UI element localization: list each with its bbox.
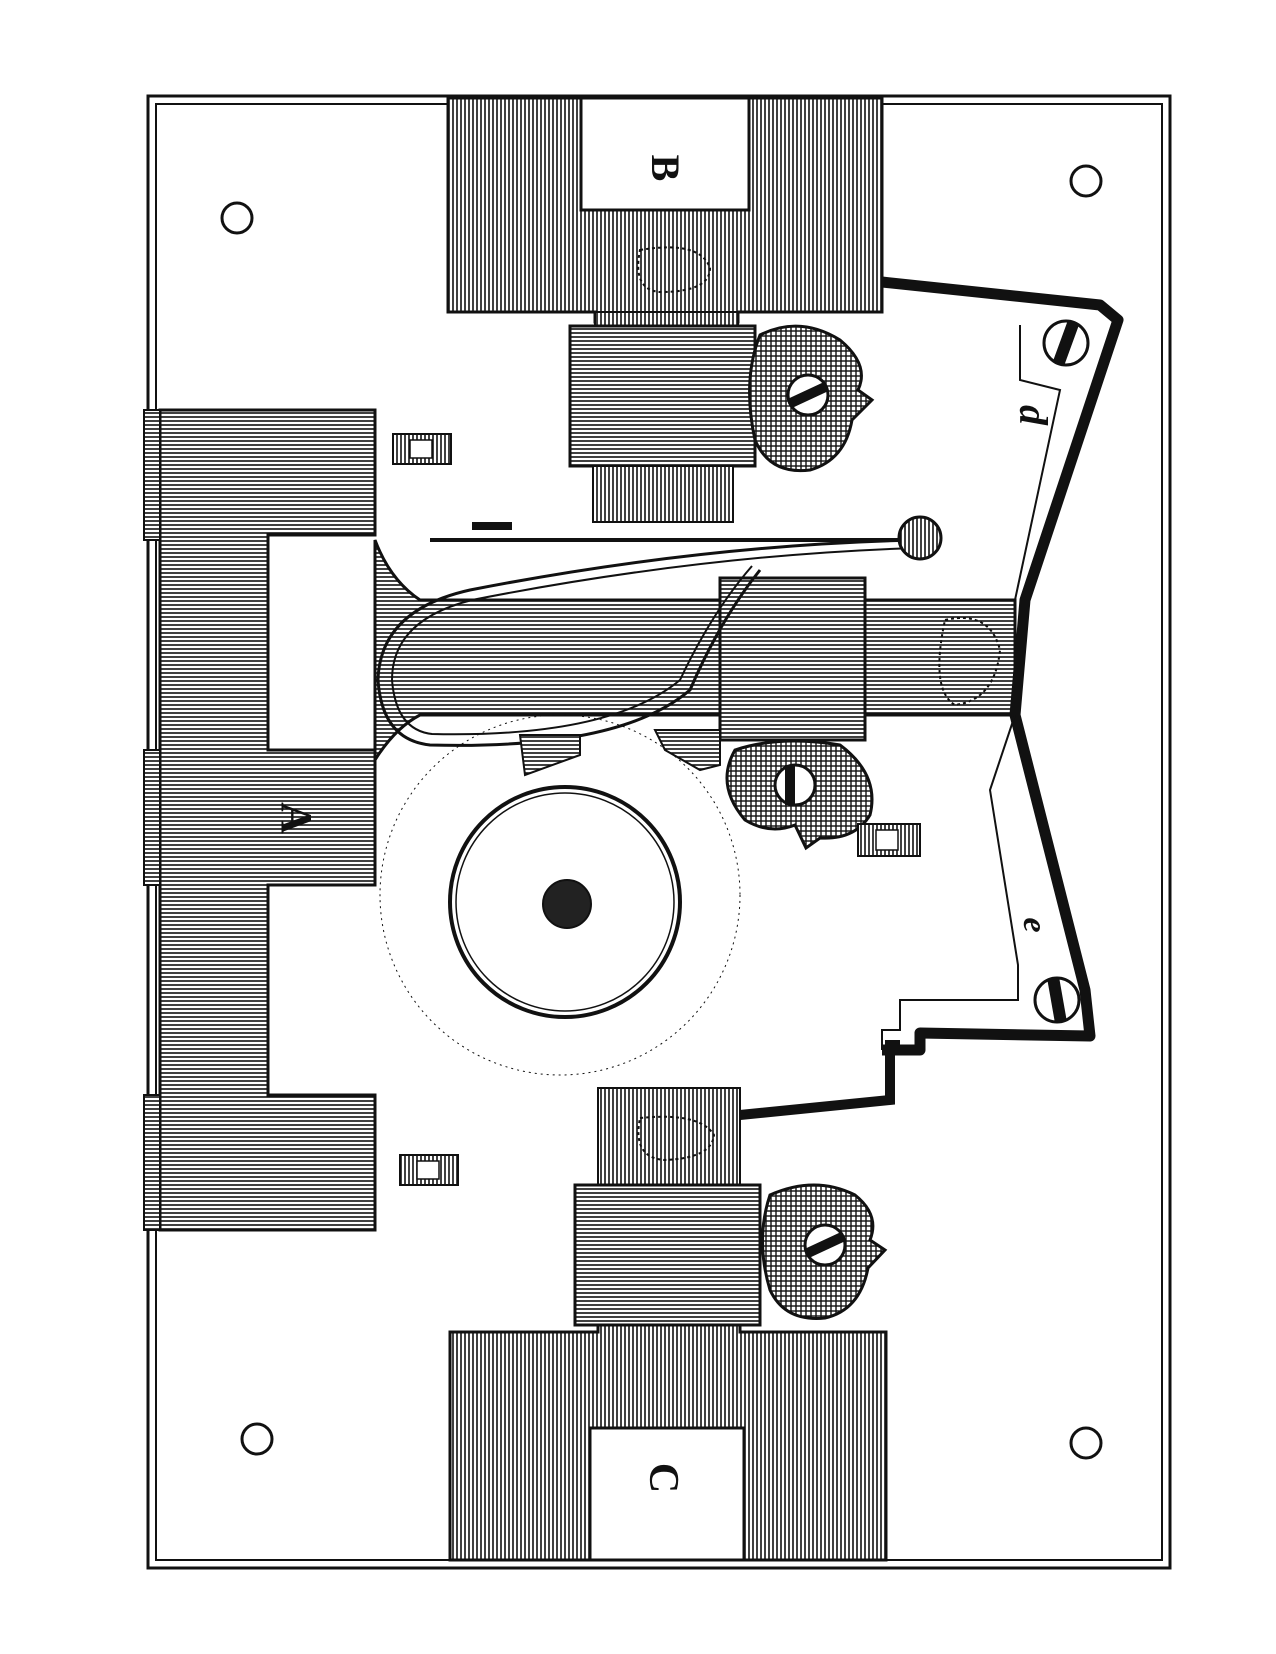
center-tumbler-block	[718, 576, 867, 742]
bolt-B-hidden-stud	[637, 246, 712, 294]
spring-wire	[376, 538, 916, 747]
bolt-B-slot	[579, 96, 751, 212]
key-pin	[542, 879, 592, 929]
label-C: C	[640, 1463, 686, 1493]
staple-right-hole	[875, 829, 899, 851]
bolt-C-slot	[588, 1426, 746, 1562]
bolt-A-tooth-left	[518, 734, 581, 777]
spring-guide-clip	[472, 522, 512, 530]
bolt-C-stem-upper	[597, 1087, 741, 1189]
spring-pin	[897, 515, 943, 561]
mounting-hole-top-left	[220, 201, 254, 235]
ward-outer-ring	[379, 714, 741, 1076]
ward-wheel-inner	[455, 792, 675, 1012]
lever-plate-lower-edge	[881, 714, 1019, 1050]
bolt-C-hidden-stud	[637, 1115, 716, 1162]
label-A: A	[272, 802, 321, 834]
mounting-hole-bottom-left	[240, 1422, 274, 1456]
spring-wire-inner	[390, 547, 916, 736]
lever-arm-d-e	[881, 276, 1124, 1056]
lever-plate-upper-edge	[1014, 325, 1062, 601]
bolt-A	[158, 408, 377, 1232]
pivot-screw-lower-slot	[1047, 978, 1067, 1022]
staple-upper-left-hole	[409, 439, 433, 459]
bolt-A-tab-top	[143, 409, 161, 541]
cam-middle-screw-slot	[785, 765, 795, 805]
staple-lower-left-hole	[416, 1160, 440, 1180]
bolt-A-tab-mid	[143, 749, 161, 886]
bolt-A-tab-bottom	[143, 1094, 161, 1231]
bolt-A-hidden-stud	[938, 617, 1002, 707]
bolt-A-tooth-right	[653, 729, 721, 772]
pivot-screw-upper-slot	[1053, 321, 1079, 365]
label-B: B	[643, 155, 688, 182]
cam-lower-screw-slot	[804, 1232, 846, 1258]
bolt-B-guide	[568, 324, 757, 468]
label-e: e	[1016, 917, 1053, 932]
mounting-hole-top-right	[1069, 164, 1103, 198]
bolt-B-lower-stem	[592, 465, 734, 523]
cam-upper-screw-slot	[787, 382, 829, 408]
mounting-hole-bottom-right	[1069, 1426, 1103, 1460]
bolt-C-guide	[573, 1183, 762, 1327]
label-d: d	[1011, 405, 1056, 426]
